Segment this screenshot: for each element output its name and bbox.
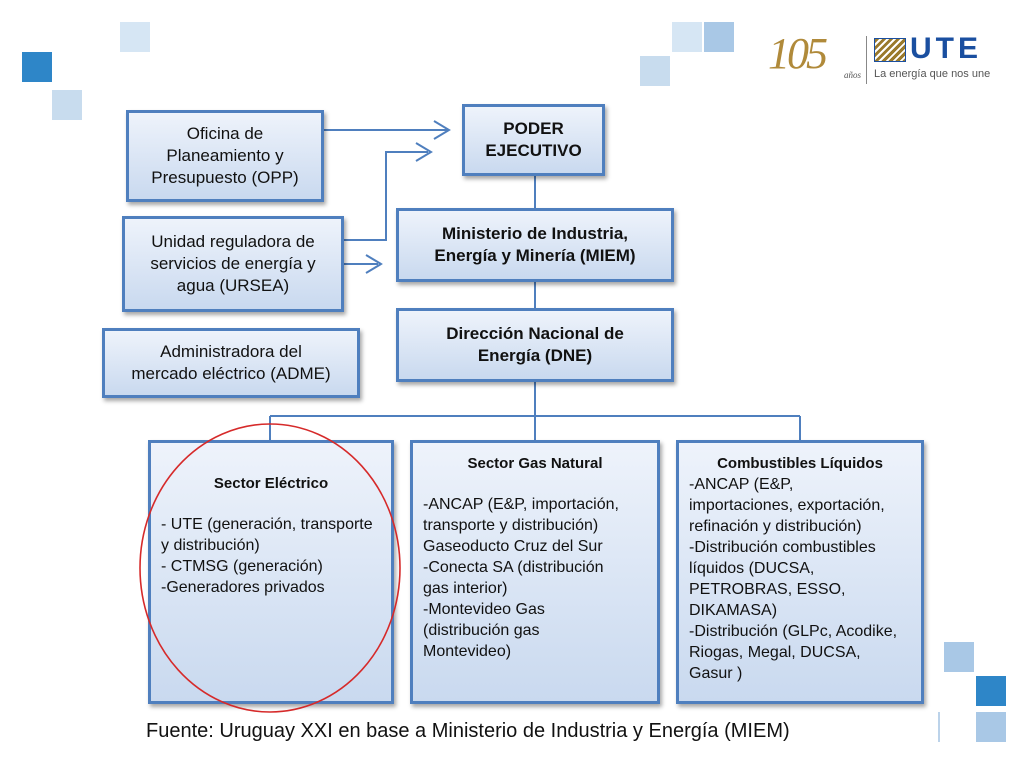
arrowhead [433, 120, 451, 140]
opp-box: Oficina de Planeamiento y Presupuesto (O… [126, 110, 324, 202]
box-line: Unidad reguladora de [151, 232, 315, 251]
sector-line: gas interior) [423, 580, 508, 597]
anniversary-logo: 105 años [768, 29, 868, 84]
miem-box: Ministerio de Industria, Energía y Miner… [396, 208, 674, 282]
sector-title: Combustibles Líquidos [717, 455, 883, 472]
source-note: Fuente: Uruguay XXI en base a Ministerio… [146, 720, 790, 742]
decor-square [22, 52, 52, 82]
sector-gas-box: Sector Gas Natural -ANCAP (E&P, importac… [410, 440, 660, 704]
logo-separator [866, 36, 867, 84]
decor-square [120, 22, 150, 52]
divider-line [938, 712, 940, 742]
decor-square [52, 90, 82, 120]
sector-line: -Distribución (GLPc, Acodike, [689, 623, 898, 640]
box-line: Oficina de [186, 124, 264, 143]
dne-box: Dirección Nacional de Energía (DNE) [396, 308, 674, 382]
decor-square [640, 56, 670, 86]
sector-line: -Montevideo Gas [423, 601, 545, 618]
arrowhead [365, 254, 383, 274]
sector-line: líquidos (DUCSA, [689, 560, 815, 577]
sector-line: (distribución gas [423, 622, 540, 639]
sector-electrico-box: Sector Eléctrico - UTE (generación, tran… [148, 440, 394, 704]
decor-square [976, 712, 1006, 742]
anniversary-number: 105 [768, 29, 828, 78]
sector-line: importaciones, exportación, [689, 497, 885, 514]
sector-line: refinación y distribución) [689, 518, 862, 535]
box-line: Planeamiento y [166, 146, 284, 165]
arrowhead [415, 142, 433, 162]
box-line: Energía y Minería (MIEM) [434, 246, 636, 265]
poder-ejecutivo-box: PODER EJECUTIVO [462, 104, 605, 176]
sector-line: -Distribución combustibles [689, 539, 876, 556]
sector-liquidos-box: Combustibles Líquidos -ANCAP (E&P, impor… [676, 440, 924, 704]
decor-square [672, 22, 702, 52]
decor-square [704, 22, 734, 52]
sector-line: Gaseoducto Cruz del Sur [423, 538, 603, 555]
sector-line: y distribución) [161, 537, 260, 554]
box-line: Ministerio de Industria, [441, 224, 629, 243]
box-line: servicios de energía y [150, 254, 316, 273]
sector-line: -ANCAP (E&P, [689, 476, 794, 493]
decor-square [976, 676, 1006, 706]
box-line: EJECUTIVO [485, 141, 582, 160]
sector-line: transporte y distribución) [423, 517, 599, 534]
box-line: PODER [503, 119, 564, 138]
brand-mark-icon [874, 38, 906, 62]
adme-box: Administradora del mercado eléctrico (AD… [102, 328, 360, 398]
box-line: Dirección Nacional de [446, 324, 624, 343]
sector-line: -ANCAP (E&P, importación, [423, 496, 619, 513]
sector-line: Riogas, Megal, DUCSA, [689, 644, 861, 661]
sector-line: Montevideo) [423, 643, 512, 660]
brand-tagline: La energía que nos une [874, 68, 991, 80]
sector-title: Sector Gas Natural [467, 455, 603, 472]
decor-square [944, 642, 974, 672]
box-line: mercado eléctrico (ADME) [131, 364, 331, 383]
sector-title: Sector Eléctrico [213, 475, 329, 492]
box-line: agua (URSEA) [176, 276, 290, 295]
sector-line: -Generadores privados [161, 579, 325, 596]
sector-line: - CTMSG (generación) [161, 558, 323, 575]
sector-line: PETROBRAS, ESSO, [689, 581, 846, 598]
anniversary-suffix: años [844, 70, 862, 80]
box-line: Presupuesto (OPP) [151, 168, 299, 187]
box-line: Administradora del [160, 342, 302, 361]
brand-logo: UTE La energía que nos une [874, 32, 994, 86]
brand-name: UTE [910, 32, 982, 65]
sector-line: -Conecta SA (distribución [423, 559, 604, 576]
sector-line: - UTE (generación, transporte [161, 516, 373, 533]
sector-line: DIKAMASA) [689, 602, 778, 619]
sector-line: Gasur ) [689, 665, 743, 682]
box-line: Energía (DNE) [477, 346, 593, 365]
ursea-box: Unidad reguladora de servicios de energí… [122, 216, 344, 312]
